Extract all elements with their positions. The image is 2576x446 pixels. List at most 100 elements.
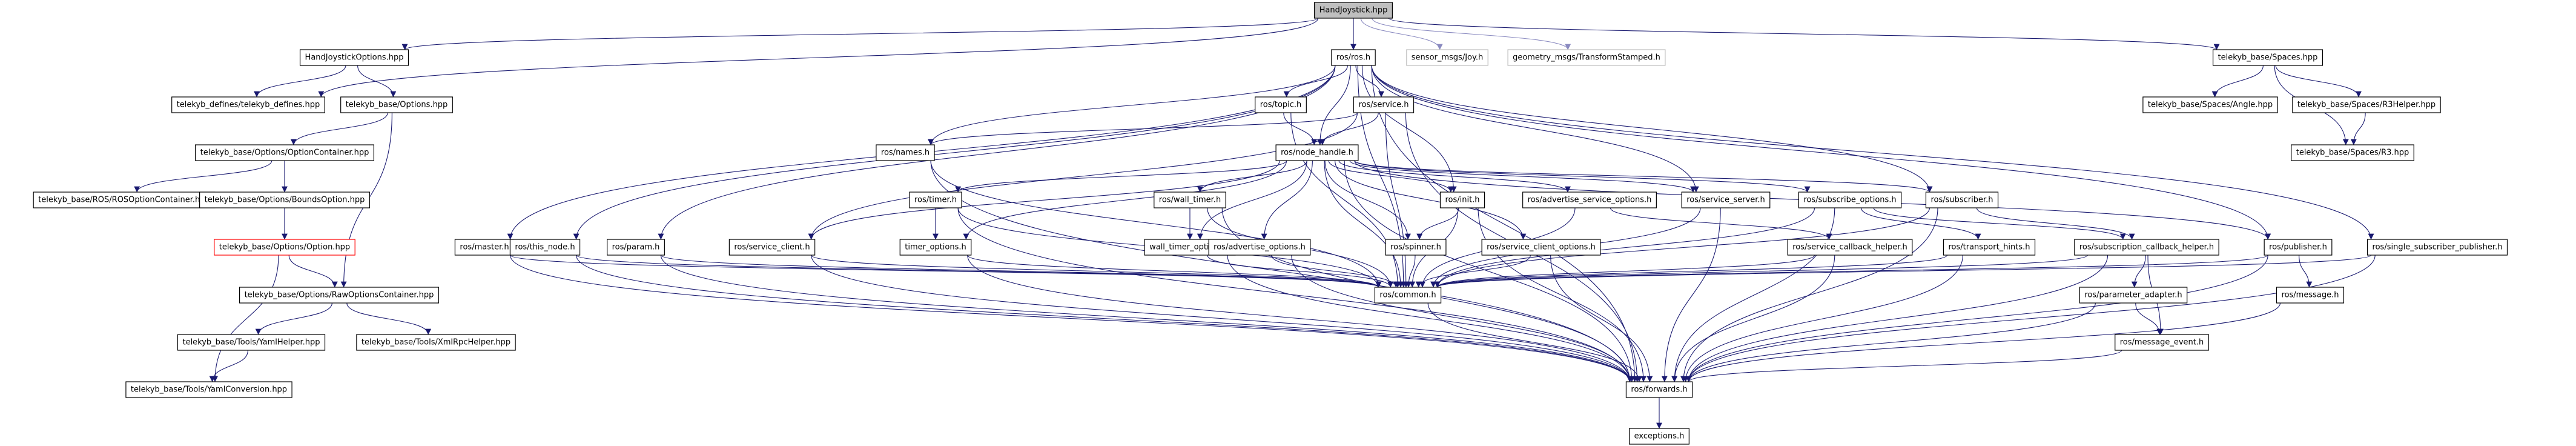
node-common-h[interactable]: ros/common.h: [1374, 287, 1442, 304]
node-sensor-msgs[interactable]: sensor_msgs/Joy.h: [1406, 49, 1488, 66]
node-this-node[interactable]: ros/this_node.h: [509, 239, 581, 256]
edge-service-callback-helper-to-forwards-h: [1671, 255, 1835, 382]
node-service-server[interactable]: ros/service_server.h: [1681, 191, 1771, 208]
node-wall-timer[interactable]: ros/wall_timer.h: [1154, 191, 1226, 208]
node-box: [177, 334, 326, 351]
node-box: [2115, 334, 2209, 351]
node-ros-h[interactable]: ros/ros.h: [1331, 49, 1376, 66]
node-yamlhelper[interactable]: telekyb_base/Tools/YamlHelper.hpp: [177, 334, 326, 351]
node-xmlrpchelper[interactable]: telekyb_base/Tools/XmlRpcHelper.hpp: [356, 334, 516, 351]
edge-service-client-to-common-h: [811, 255, 1382, 288]
node-publisher-h[interactable]: ros/publisher.h: [2264, 239, 2333, 256]
node-label: ros/publisher.h: [2269, 243, 2327, 252]
node-label: ros/service_server.h: [1686, 196, 1765, 205]
node-param-h[interactable]: ros/param.h: [607, 239, 665, 256]
node-forwards-h[interactable]: ros/forwards.h: [1625, 381, 1693, 398]
edge-node-handle-to-advertise-options: [1261, 160, 1313, 240]
edge-ros-h-to-publisher-h: [1371, 65, 2271, 240]
node-box: [1353, 96, 1415, 113]
node-service-callback-helper[interactable]: ros/service_callback_helper.h: [1787, 239, 1913, 256]
node-box: [1331, 49, 1376, 66]
node-node-handle[interactable]: ros/node_handle.h: [1275, 144, 1359, 161]
node-label: ros/common.h: [1379, 291, 1436, 300]
node-box: [2264, 239, 2333, 256]
node-label: ros/service_client_options.h: [1487, 243, 1596, 252]
edge-parameter-adapter-to-forwards-h: [1685, 302, 2096, 382]
node-box: [1255, 96, 1307, 113]
node-tk-defines[interactable]: telekyb_defines/telekyb_defines.hpp: [171, 96, 325, 113]
node-box: [356, 334, 516, 351]
node-rosoptcontainer[interactable]: telekyb_base/ROS/ROSOptionContainer.hpp: [33, 191, 216, 208]
edge-node-handle-to-common-h: [1324, 160, 1404, 288]
node-label: telekyb_base/Tools/YamlHelper.hpp: [182, 338, 320, 347]
node-box: [340, 96, 453, 113]
node-r3-hpp[interactable]: telekyb_base/Spaces/R3.hpp: [2291, 144, 2414, 161]
node-box: [509, 239, 581, 256]
node-master-h[interactable]: ros/master.h: [454, 239, 515, 256]
node-box: [125, 381, 292, 398]
node-box: [2366, 239, 2508, 256]
node-timer-options[interactable]: timer_options.h: [899, 239, 972, 256]
node-sub-callback-helper[interactable]: ros/subscription_callback_helper.h: [2074, 239, 2219, 256]
node-message-h[interactable]: ros/message.h: [2276, 287, 2345, 304]
node-service-client-options[interactable]: ros/service_client_options.h: [1481, 239, 1601, 256]
node-r3helper[interactable]: telekyb_base/Spaces/R3Helper.hpp: [2292, 96, 2441, 113]
edge-transport-hints-to-forwards-h: [1682, 255, 1963, 382]
node-subscribe-options[interactable]: ros/subscribe_options.h: [1798, 191, 1902, 208]
node-subscriber-h[interactable]: ros/subscriber.h: [1925, 191, 1999, 208]
node-timer-h[interactable]: ros/timer.h: [909, 191, 962, 208]
edge-hjopt-to-tk-options: [357, 65, 397, 98]
node-tk-options[interactable]: telekyb_base/Options.hpp: [340, 96, 453, 113]
node-angle-hpp[interactable]: telekyb_base/Spaces/Angle.hpp: [2142, 96, 2278, 113]
node-label: telekyb_base/Spaces/R3Helper.hpp: [2297, 101, 2436, 110]
node-spinner-h[interactable]: ros/spinner.h: [1385, 239, 1447, 256]
edge-root-to-spaces-hpp: [1388, 18, 2220, 50]
edge-master-h-to-common-h: [510, 255, 1381, 288]
edge-node-handle-to-subscriber-h: [1354, 160, 1933, 193]
edge-option-hpp-to-yamlconversion: [212, 255, 279, 382]
node-init-h[interactable]: ros/init.h: [1439, 191, 1485, 208]
node-advertise-options[interactable]: ros/advertise_options.h: [1208, 239, 1311, 256]
node-boundsoption[interactable]: telekyb_base/Options/BoundsOption.hpp: [199, 191, 370, 208]
edge-ros-h-to-single-sub-pub: [1371, 65, 2374, 240]
edge-node-handle-to-spinner-h: [1324, 160, 1411, 240]
edge-option-hpp-to-rawoptcontainer: [288, 255, 338, 288]
node-message-event[interactable]: ros/message_event.h: [2115, 334, 2209, 351]
node-box: [909, 191, 962, 208]
node-label: ros/service_client.h: [734, 243, 810, 252]
edge-publisher-h-to-message-h: [2299, 255, 2313, 288]
node-label: ros/param.h: [612, 243, 660, 252]
node-parameter-adapter[interactable]: ros/parameter_adapter.h: [2079, 287, 2188, 304]
edge-subscriber-h-to-sub-callback-helper: [1976, 207, 2135, 240]
node-label: ros/advertise_options.h: [1214, 243, 1306, 252]
edge-sub-callback-helper-to-common-h: [1434, 255, 2088, 288]
node-optcontainer[interactable]: telekyb_base/Options/OptionContainer.hpp: [195, 144, 374, 161]
node-service-h[interactable]: ros/service.h: [1353, 96, 1415, 113]
edge-subscribe-options-to-transport-hints: [1860, 207, 1981, 240]
node-box: [1208, 239, 1311, 256]
node-single-sub-pub[interactable]: ros/single_subscriber_publisher.h: [2366, 239, 2508, 256]
node-box: [1925, 191, 1999, 208]
node-service-client[interactable]: ros/service_client.h: [728, 239, 816, 256]
node-topic-h[interactable]: ros/topic.h: [1255, 96, 1307, 113]
node-option-hpp[interactable]: telekyb_base/Options/Option.hpp: [214, 239, 355, 256]
node-box: [1629, 428, 1689, 445]
edge-ros-h-to-init-h: [1361, 65, 1457, 193]
node-hjopt[interactable]: HandJoystickOptions.hpp: [299, 49, 409, 66]
edge-advertise-options-to-common-h: [1271, 255, 1399, 288]
node-adv-service-options[interactable]: ros/advertise_service_options.h: [1522, 191, 1657, 208]
node-spaces-hpp[interactable]: telekyb_base/Spaces.hpp: [2212, 49, 2323, 66]
node-yamlconversion[interactable]: telekyb_base/Tools/YamlConversion.hpp: [125, 381, 292, 398]
node-geometry-msgs[interactable]: geometry_msgs/TransformStamped.h: [1507, 49, 1666, 66]
edge-service-server-to-forwards-h: [1661, 207, 1721, 382]
node-box: [2212, 49, 2323, 66]
node-label: ros/message_event.h: [2120, 338, 2204, 347]
node-box: [171, 96, 325, 113]
node-rawoptcontainer[interactable]: telekyb_base/Options/RawOptionsContainer…: [239, 287, 440, 304]
node-transport-hints[interactable]: ros/transport_hints.h: [1943, 239, 2036, 256]
edge-r3helper-to-r3-hpp: [2350, 112, 2366, 145]
node-names-h[interactable]: ros/names.h: [876, 144, 935, 161]
node-exceptions-h[interactable]: exceptions.h: [1629, 428, 1689, 445]
edge-advertise-options-to-forwards-h: [1291, 255, 1633, 382]
